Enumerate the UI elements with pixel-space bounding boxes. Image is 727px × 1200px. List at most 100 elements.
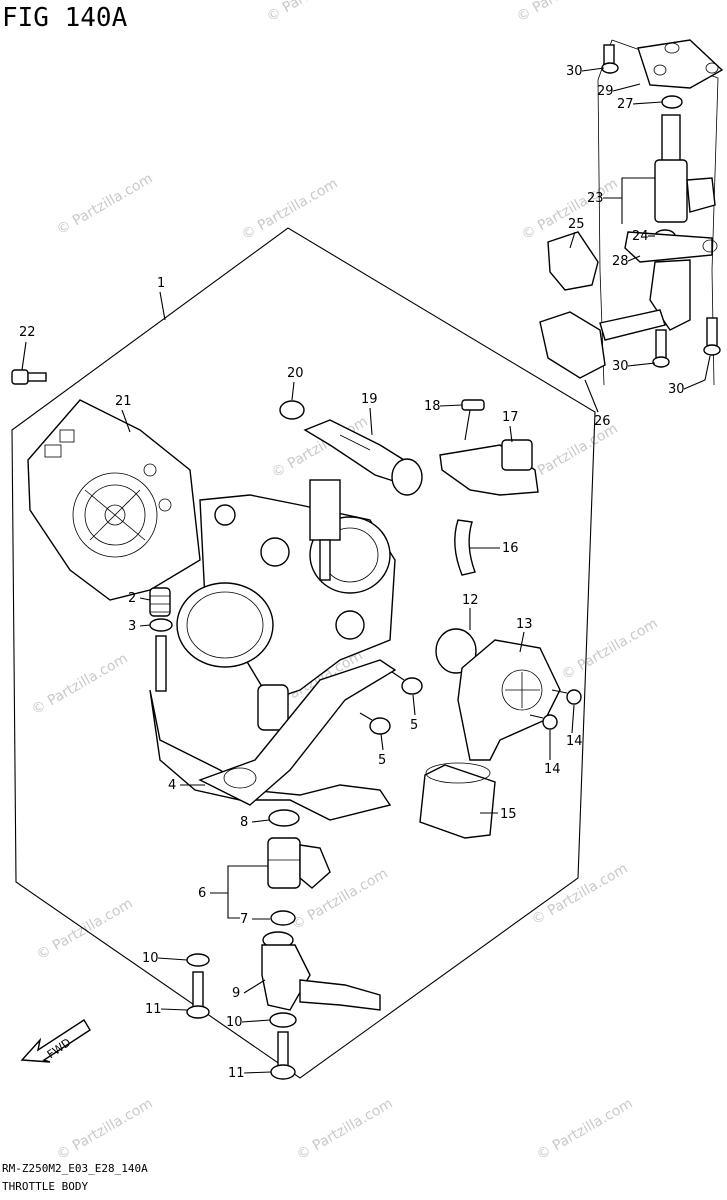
spring-2: [149, 587, 171, 617]
throttle-position-sensor: [457, 639, 561, 761]
callout-leader-29: [612, 83, 641, 92]
callout-label-13: 13: [516, 617, 533, 632]
figure-title: FIG 140A: [2, 3, 128, 33]
callout-label-18: 18: [424, 399, 441, 414]
callout-leader-30: [581, 67, 605, 72]
callout-leader-11: [160, 1008, 188, 1011]
watermark-text: © Partzilla.com: [239, 176, 341, 244]
callout-leader-17: [509, 425, 513, 443]
bolt-30-left: [652, 329, 670, 368]
callout-leader-30: [683, 355, 711, 390]
callout-leader-9: [243, 979, 266, 994]
callout-leader-14: [571, 704, 575, 734]
watermark-text: © Partzilla.com: [29, 651, 131, 719]
forward-direction-arrow: FWD: [20, 1019, 91, 1063]
bolt-22: [11, 369, 47, 385]
callout-label-22: 22: [19, 325, 36, 340]
callout-label-10: 10: [226, 1015, 243, 1030]
callout-label-1: 1: [157, 276, 165, 291]
watermark-text: © Partzilla.com: [529, 861, 631, 929]
callout-label-27: 27: [617, 97, 634, 112]
callout-label-29: 29: [597, 84, 614, 99]
callout-label-30: 30: [566, 64, 583, 79]
air-guide-cover: [27, 399, 201, 601]
callout-label-11: 11: [228, 1066, 245, 1081]
callout-leader-3: [139, 624, 151, 627]
watermark-text: © Partzilla.com: [54, 171, 156, 239]
callout-label-8: 8: [240, 815, 248, 830]
callout-label-30: 30: [612, 359, 629, 374]
callout-label-6: 6: [198, 886, 206, 901]
callout-label-10: 10: [142, 951, 159, 966]
o-ring-7: [270, 910, 296, 926]
map-sensor: [439, 439, 539, 496]
callout-leader-10: [157, 957, 188, 961]
watermark-text: © Partzilla.com: [264, 0, 366, 25]
callout-label-30: 30: [668, 382, 685, 397]
callout-label-4: 4: [168, 778, 176, 793]
bolt-5a: [391, 671, 423, 695]
callout-label-14: 14: [566, 734, 583, 749]
o-ring-27: [661, 95, 683, 109]
vacuum-hose: [454, 519, 476, 576]
sensor-cap: [419, 762, 496, 839]
o-ring-12: [435, 628, 477, 674]
screw-14b: [529, 714, 558, 730]
callout-leader-5: [412, 694, 416, 716]
callout-leader-10: [241, 1019, 271, 1023]
callout-leader-6: [210, 865, 268, 919]
callout-leader-25: [569, 231, 576, 249]
o-ring-8: [268, 809, 300, 827]
fuel-pipe: [599, 309, 666, 341]
throttle-body: [176, 479, 396, 731]
callout-label-25: 25: [568, 217, 585, 232]
callout-leader-27: [632, 101, 663, 105]
callout-leader-30: [627, 362, 656, 367]
watermark-text: © Partzilla.com: [294, 1096, 396, 1164]
callout-label-24: 24: [632, 229, 649, 244]
callout-leader-26: [584, 379, 599, 413]
washer-10b: [269, 1012, 297, 1028]
fuel-injector: [267, 837, 331, 889]
callout-label-28: 28: [612, 254, 629, 269]
callout-label-2: 2: [128, 591, 136, 606]
callout-leader-23: [603, 177, 655, 224]
callout-label-3: 3: [128, 619, 136, 634]
callout-leader-21: [121, 409, 131, 433]
bolt-5b: [359, 712, 391, 735]
callout-label-23: 23: [587, 191, 604, 206]
callout-leader-18: [439, 404, 463, 407]
callout-leader-22: [21, 341, 27, 371]
callout-label-14: 14: [544, 762, 561, 777]
callout-leader-8: [251, 819, 270, 823]
washer-3: [149, 618, 173, 632]
injector-plate-29: [637, 39, 724, 89]
idle-screw: [303, 419, 423, 496]
callout-label-5: 5: [410, 718, 418, 733]
bolt-11a: [186, 971, 210, 1019]
callout-label-19: 19: [361, 392, 378, 407]
callout-leader-13: [519, 631, 525, 653]
callout-leader-20: [291, 381, 295, 401]
callout-label-21: 21: [115, 394, 132, 409]
footer-caption: THROTTLE BODY: [2, 1180, 88, 1193]
callout-label-5: 5: [378, 753, 386, 768]
callout-leader-11: [243, 1071, 272, 1074]
washer-10a: [186, 953, 210, 967]
o-ring-20: [279, 400, 305, 420]
callout-label-16: 16: [502, 541, 519, 556]
watermark-text: © Partzilla.com: [559, 616, 661, 684]
callout-leader-19: [369, 407, 373, 436]
screw-14a: [551, 689, 582, 705]
watermark-text: © Partzilla.com: [519, 176, 621, 244]
callout-label-12: 12: [462, 593, 479, 608]
callout-label-20: 20: [287, 366, 304, 381]
callout-label-9: 9: [232, 986, 240, 1001]
clamp-25: [547, 231, 599, 291]
callout-leader-5: [380, 733, 384, 751]
watermark-text: © Partzilla.com: [54, 1096, 156, 1164]
callout-leader-1: [159, 291, 166, 321]
assembly-outline: [11, 227, 596, 1079]
callout-label-7: 7: [240, 912, 248, 927]
